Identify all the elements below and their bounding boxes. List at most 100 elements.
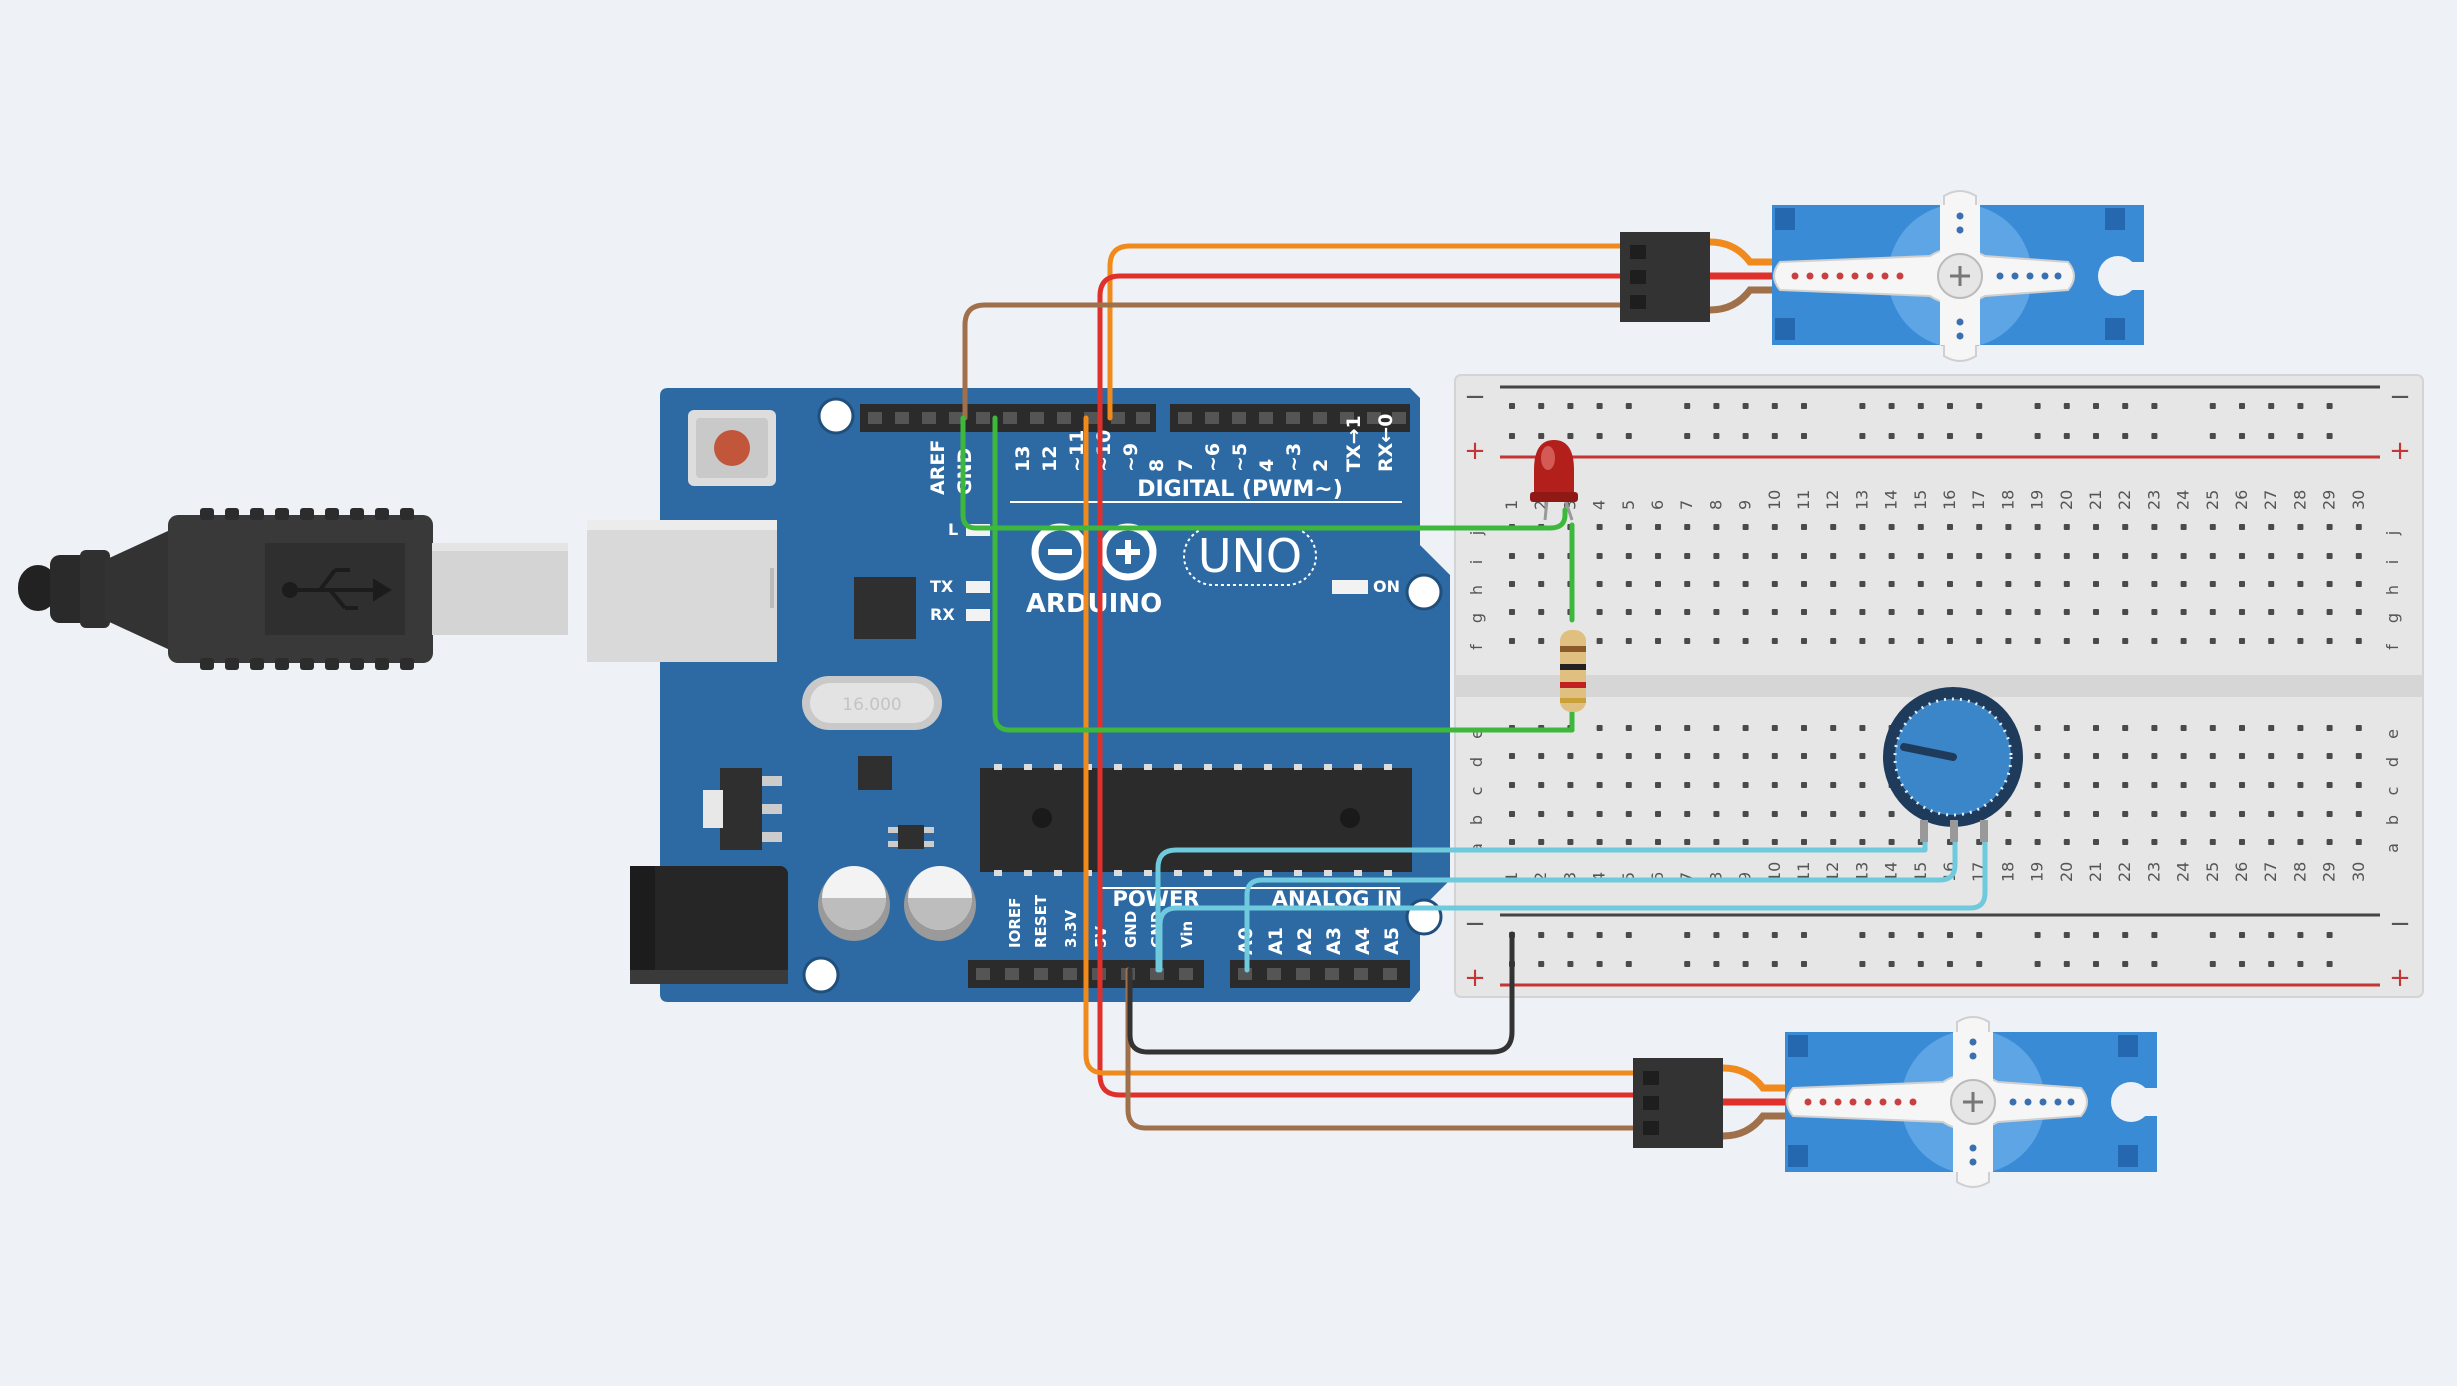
breadboard-hole[interactable] <box>1859 609 1866 615</box>
breadboard-rail-hole[interactable] <box>2093 403 2099 409</box>
breadboard-hole[interactable] <box>1742 638 1749 644</box>
breadboard-hole[interactable] <box>2239 839 2245 845</box>
breadboard-hole[interactable] <box>1684 524 1691 530</box>
breadboard-hole[interactable] <box>1976 524 1983 530</box>
breadboard-rail-hole[interactable] <box>1976 433 1983 439</box>
breadboard-rail-hole[interactable] <box>2209 961 2216 967</box>
wire-led-ground[interactable] <box>992 415 1575 733</box>
breadboard-rail-hole[interactable] <box>1917 433 1924 439</box>
breadboard-rail-hole[interactable] <box>1567 403 1574 409</box>
breadboard-hole[interactable] <box>2239 553 2245 559</box>
breadboard-rail-hole[interactable] <box>2063 961 2070 967</box>
breadboard-rail-hole[interactable] <box>1625 932 1632 938</box>
breadboard-hole[interactable] <box>2122 753 2129 759</box>
breadboard-hole[interactable] <box>1509 553 1515 559</box>
breadboard-hole[interactable] <box>2355 839 2362 845</box>
wire-servo1-power[interactable] <box>1097 273 1638 1098</box>
breadboard-hole[interactable] <box>1976 638 1983 644</box>
breadboard-hole[interactable] <box>1771 839 1778 845</box>
breadboard-hole[interactable] <box>2151 609 2158 615</box>
breadboard-rail-hole[interactable] <box>1538 961 1545 967</box>
breadboard-rail-hole[interactable] <box>1771 433 1778 439</box>
breadboard-hole[interactable] <box>2326 811 2333 817</box>
breadboard-hole[interactable] <box>1596 811 1603 817</box>
breadboard-rail-hole[interactable] <box>1596 961 1603 967</box>
breadboard-hole[interactable] <box>2034 782 2041 788</box>
breadboard-hole[interactable] <box>2297 811 2304 817</box>
breadboard-hole[interactable] <box>1771 782 1778 788</box>
usb-cable[interactable] <box>18 508 568 670</box>
breadboard-rail-hole[interactable] <box>1713 403 1720 409</box>
breadboard-hole[interactable] <box>1625 725 1632 731</box>
breadboard-rail-hole[interactable] <box>1509 433 1515 439</box>
breadboard-hole[interactable] <box>2209 725 2216 731</box>
breadboard-rail-hole[interactable] <box>2063 433 2070 439</box>
breadboard-hole[interactable] <box>1830 524 1837 530</box>
breadboard-hole[interactable] <box>2151 581 2158 587</box>
breadboard-hole[interactable] <box>2326 638 2333 644</box>
breadboard-rail-hole[interactable] <box>2063 932 2070 938</box>
breadboard-rail-hole[interactable] <box>1742 932 1749 938</box>
breadboard-rail-hole[interactable] <box>2209 433 2216 439</box>
breadboard-hole[interactable] <box>1625 609 1632 615</box>
breadboard-hole[interactable] <box>2268 753 2275 759</box>
breadboard-hole[interactable] <box>2355 524 2362 530</box>
breadboard-hole[interactable] <box>1713 753 1720 759</box>
breadboard-rail-hole[interactable] <box>2122 932 2129 938</box>
breadboard-rail-hole[interactable] <box>2239 403 2245 409</box>
breadboard-hole[interactable] <box>1567 811 1574 817</box>
breadboard-hole[interactable] <box>1742 782 1749 788</box>
wire-pot-ground[interactable] <box>1157 837 1988 973</box>
breadboard-rail-hole[interactable] <box>1859 961 1866 967</box>
breadboard-hole[interactable] <box>2180 524 2187 530</box>
breadboard-hole[interactable] <box>1655 638 1661 644</box>
wire-pot-power[interactable] <box>1244 837 1958 973</box>
breadboard-hole[interactable] <box>2034 725 2041 731</box>
breadboard-hole[interactable] <box>2151 725 2158 731</box>
breadboard-hole[interactable] <box>2297 725 2304 731</box>
breadboard-hole[interactable] <box>1655 524 1661 530</box>
breadboard-hole[interactable] <box>2355 553 2362 559</box>
servo-motor-top[interactable] <box>1620 190 2148 362</box>
breadboard-hole[interactable] <box>2326 839 2333 845</box>
breadboard-hole[interactable] <box>1801 638 1807 644</box>
red-led[interactable] <box>1530 440 1578 521</box>
breadboard-rail-hole[interactable] <box>2151 403 2158 409</box>
breadboard-hole[interactable] <box>1888 581 1895 587</box>
breadboard-rail-hole[interactable] <box>2209 932 2216 938</box>
breadboard-hole[interactable] <box>2034 581 2041 587</box>
breadboard-hole[interactable] <box>2093 553 2099 559</box>
breadboard-rail-hole[interactable] <box>1742 433 1749 439</box>
breadboard-rail-hole[interactable] <box>2268 433 2275 439</box>
breadboard-hole[interactable] <box>2005 581 2012 587</box>
breadboard-rail-hole[interactable] <box>1801 403 1807 409</box>
breadboard-hole[interactable] <box>2093 725 2099 731</box>
breadboard-hole[interactable] <box>1684 753 1691 759</box>
breadboard-hole[interactable] <box>1830 553 1837 559</box>
breadboard-hole[interactable] <box>2034 553 2041 559</box>
breadboard-hole[interactable] <box>2180 581 2187 587</box>
breadboard-hole[interactable] <box>1538 782 1545 788</box>
breadboard-hole[interactable] <box>2063 638 2070 644</box>
breadboard-hole[interactable] <box>2151 811 2158 817</box>
wire-led-anode[interactable] <box>960 415 1568 531</box>
breadboard-rail-hole[interactable] <box>1713 932 1720 938</box>
breadboard-hole[interactable] <box>1538 609 1545 615</box>
breadboard-hole[interactable] <box>2063 524 2070 530</box>
breadboard-rail-hole[interactable] <box>1947 932 1953 938</box>
breadboard-hole[interactable] <box>1509 811 1515 817</box>
breadboard-hole[interactable] <box>1713 839 1720 845</box>
breadboard-hole[interactable] <box>1801 609 1807 615</box>
breadboard-hole[interactable] <box>2005 609 2012 615</box>
breadboard-rail-hole[interactable] <box>2093 932 2099 938</box>
breadboard-hole[interactable] <box>2122 609 2129 615</box>
breadboard-hole[interactable] <box>1509 609 1515 615</box>
breadboard-hole[interactable] <box>1509 581 1515 587</box>
breadboard-hole[interactable] <box>2239 811 2245 817</box>
breadboard-rail-hole[interactable] <box>2063 403 2070 409</box>
potentiometer[interactable] <box>1883 687 2023 842</box>
dc-power-jack[interactable] <box>630 866 788 984</box>
breadboard-hole[interactable] <box>1830 609 1837 615</box>
breadboard-hole[interactable] <box>1596 839 1603 845</box>
breadboard-hole[interactable] <box>2034 811 2041 817</box>
